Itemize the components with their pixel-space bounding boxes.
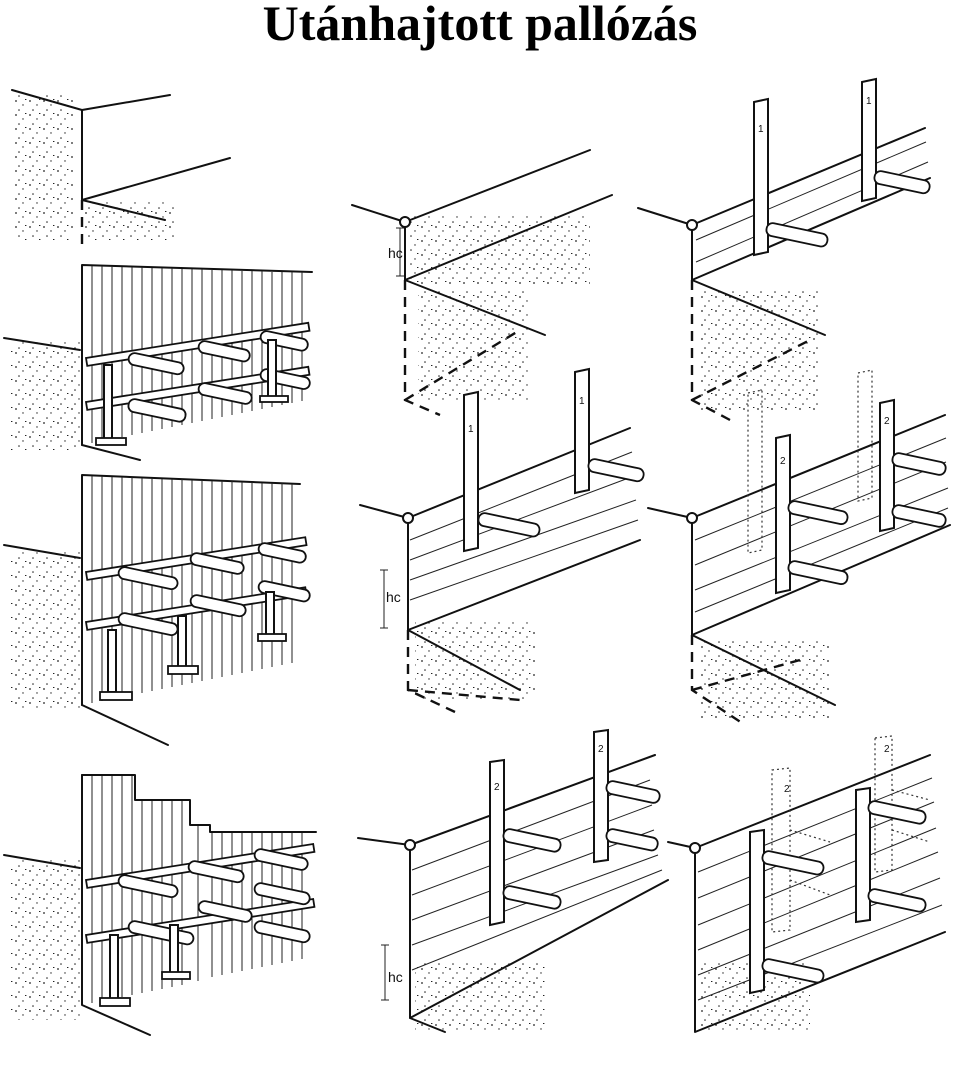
depth-label: hc <box>388 245 403 261</box>
panel-left-3 <box>3 474 311 746</box>
depth-label: hc <box>386 589 401 605</box>
post-number: 1 <box>468 424 474 435</box>
post-number: 2 <box>494 782 500 793</box>
post-number: 2 <box>884 416 890 427</box>
post-number: 1 <box>579 396 585 407</box>
panel-right-3: 2 2 <box>667 735 946 1033</box>
panel-left-2 <box>3 264 313 461</box>
panel-right-2: 2 2 <box>647 369 951 727</box>
panel-left-1 <box>11 89 231 248</box>
post-number: 2 <box>884 744 890 755</box>
post-number: 1 <box>758 124 764 135</box>
post-number: 2 <box>598 744 604 755</box>
panel-middle-1: hc <box>351 149 613 417</box>
panel-middle-3: hc 2 2 <box>357 728 669 1033</box>
post-number: 2 <box>784 784 790 795</box>
post-number: 2 <box>780 456 786 467</box>
panel-left-4 <box>3 774 317 1036</box>
post-number: 1 <box>866 96 872 107</box>
panel-right-1: 1 1 <box>637 77 931 422</box>
page-title: Utánhajtott pallózás <box>262 0 698 51</box>
panel-middle-2: hc 1 1 <box>359 367 645 714</box>
depth-label: hc <box>388 969 403 985</box>
struts-row <box>127 330 311 423</box>
